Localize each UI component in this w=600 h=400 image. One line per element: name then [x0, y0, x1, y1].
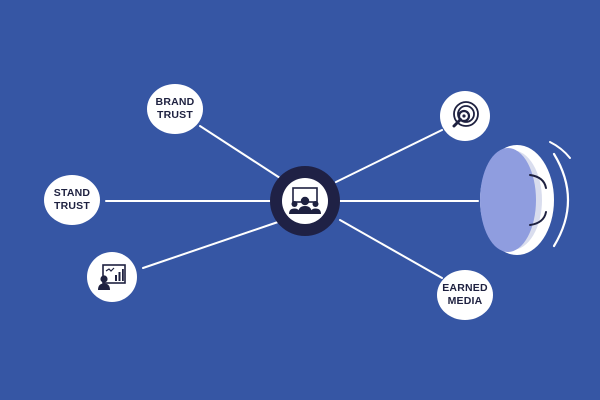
brand-trust-line1: BRAND [155, 95, 195, 108]
earned-media-line1: EARNED [442, 281, 488, 294]
analytics-node [87, 252, 137, 302]
stand-trust-line1: STAND [53, 186, 91, 199]
brand-trust-node: BRAND TRUST [147, 84, 203, 134]
team-meeting-icon [289, 187, 321, 214]
earned-media-line2: MEDIA [447, 295, 483, 307]
earned-media-node: EARNED MEDIA [437, 270, 493, 320]
central-hub-node [270, 166, 340, 236]
link-brand-trust [199, 125, 281, 179]
brand-trust-line2: TRUST [157, 109, 193, 121]
stand-trust-node: STAND TRUST [44, 175, 100, 225]
hub-inner-circle [282, 178, 328, 224]
stand-trust-line2: TRUST [54, 200, 90, 212]
link-earned-media [339, 219, 443, 279]
link-target [335, 129, 443, 183]
target-node [440, 91, 490, 141]
link-analytics [142, 221, 279, 269]
eye-icon [480, 141, 571, 255]
magnifier-target-icon [452, 101, 479, 128]
presentation-chart-icon [98, 264, 126, 290]
